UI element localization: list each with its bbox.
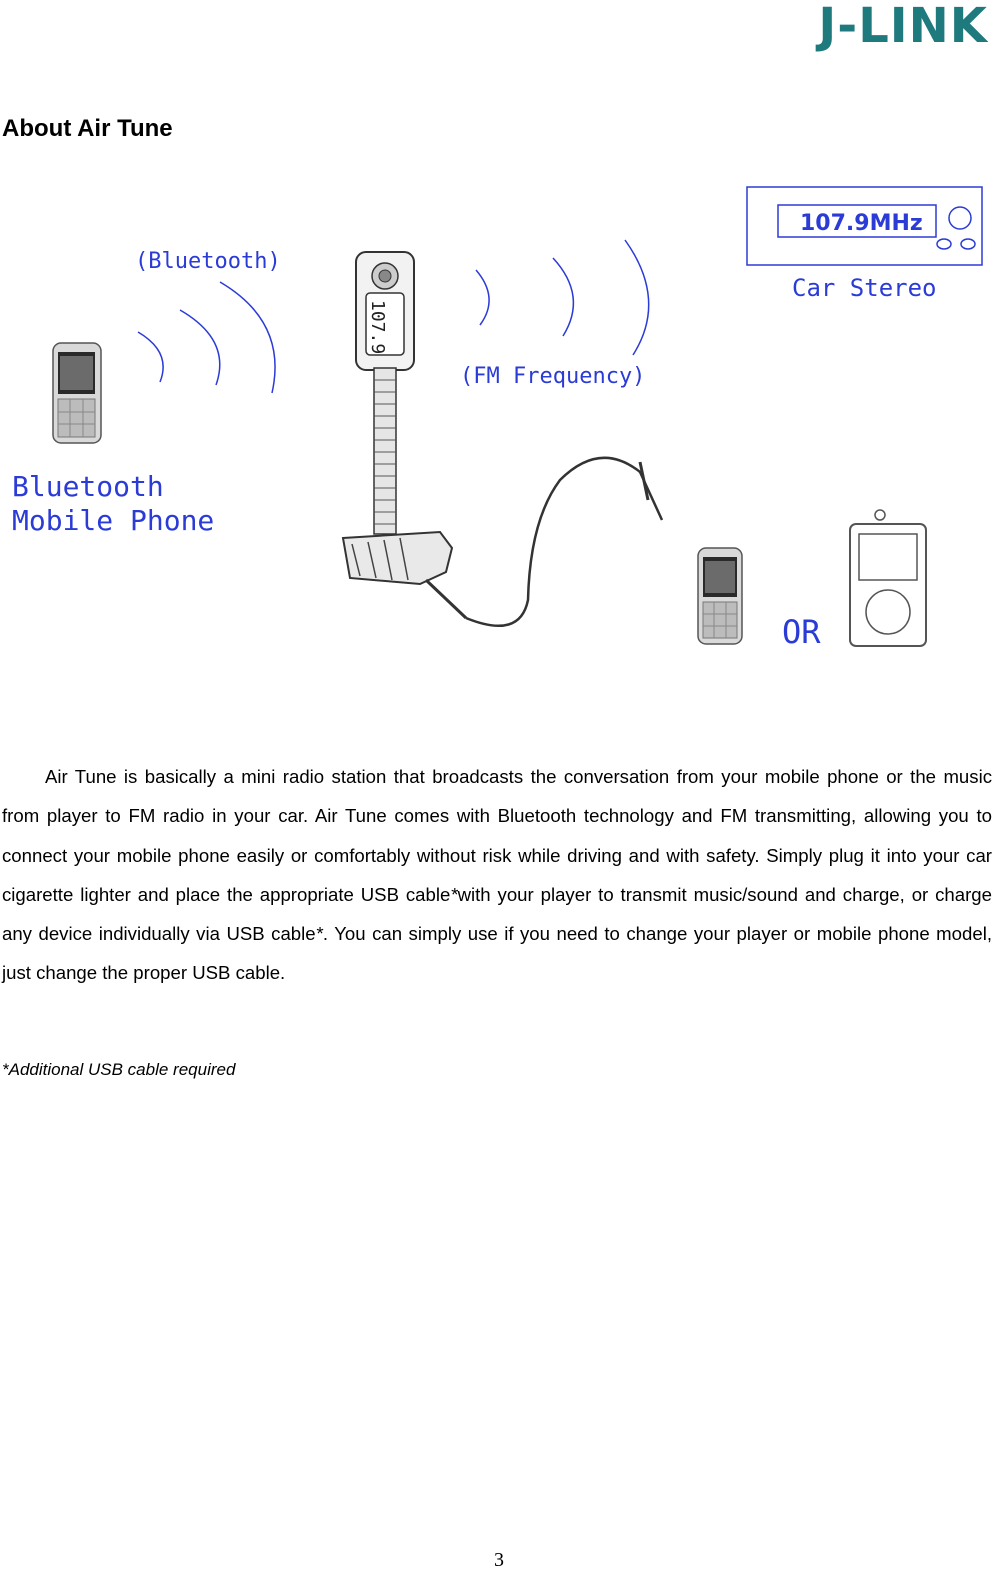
phone-label-line1: Bluetooth xyxy=(12,470,164,503)
paragraph-text-part1: Air Tune is basically a mini radio stati… xyxy=(2,766,992,905)
fm-waves xyxy=(475,239,650,356)
stereo-frequency: 107.9MHz xyxy=(800,211,923,236)
mobile-phone-icon xyxy=(52,342,102,444)
stereo-knob-icon xyxy=(948,206,972,230)
page-title: About Air Tune xyxy=(2,115,173,142)
phone-label-line2: Mobile Phone xyxy=(12,504,214,537)
air-tune-illustration: (Bluetooth) Bluetooth Mobile Phone 107.9 xyxy=(12,186,983,651)
paragraph-text-part3: . You can simply use if you need to chan… xyxy=(2,923,992,984)
bluetooth-waves xyxy=(137,281,276,394)
device-display-text: 107.9 xyxy=(367,300,388,354)
paragraph-text-part2: with your player to transmit music/sound… xyxy=(2,883,992,945)
footnote-marker: * xyxy=(315,923,323,945)
brand-logo: J-LINK xyxy=(818,0,988,54)
description-paragraph: Air Tune is basically a mini radio stati… xyxy=(2,757,992,993)
car-stereo: 107.9MHz xyxy=(746,186,983,266)
page-number: 3 xyxy=(494,1549,504,1571)
air-tune-device: 107.9 xyxy=(341,251,468,620)
audio-cable xyxy=(465,456,664,627)
footnote: *Additional USB cable required xyxy=(2,1060,236,1079)
bluetooth-label: (Bluetooth) xyxy=(135,249,281,274)
or-label: OR xyxy=(782,613,821,651)
fm-label: (FM Frequency) xyxy=(460,364,645,389)
footnote-marker: * xyxy=(450,883,458,905)
car-stereo-label: Car Stereo xyxy=(792,274,937,302)
music-player-icon xyxy=(849,509,927,647)
mobile-phone-icon xyxy=(697,547,743,645)
